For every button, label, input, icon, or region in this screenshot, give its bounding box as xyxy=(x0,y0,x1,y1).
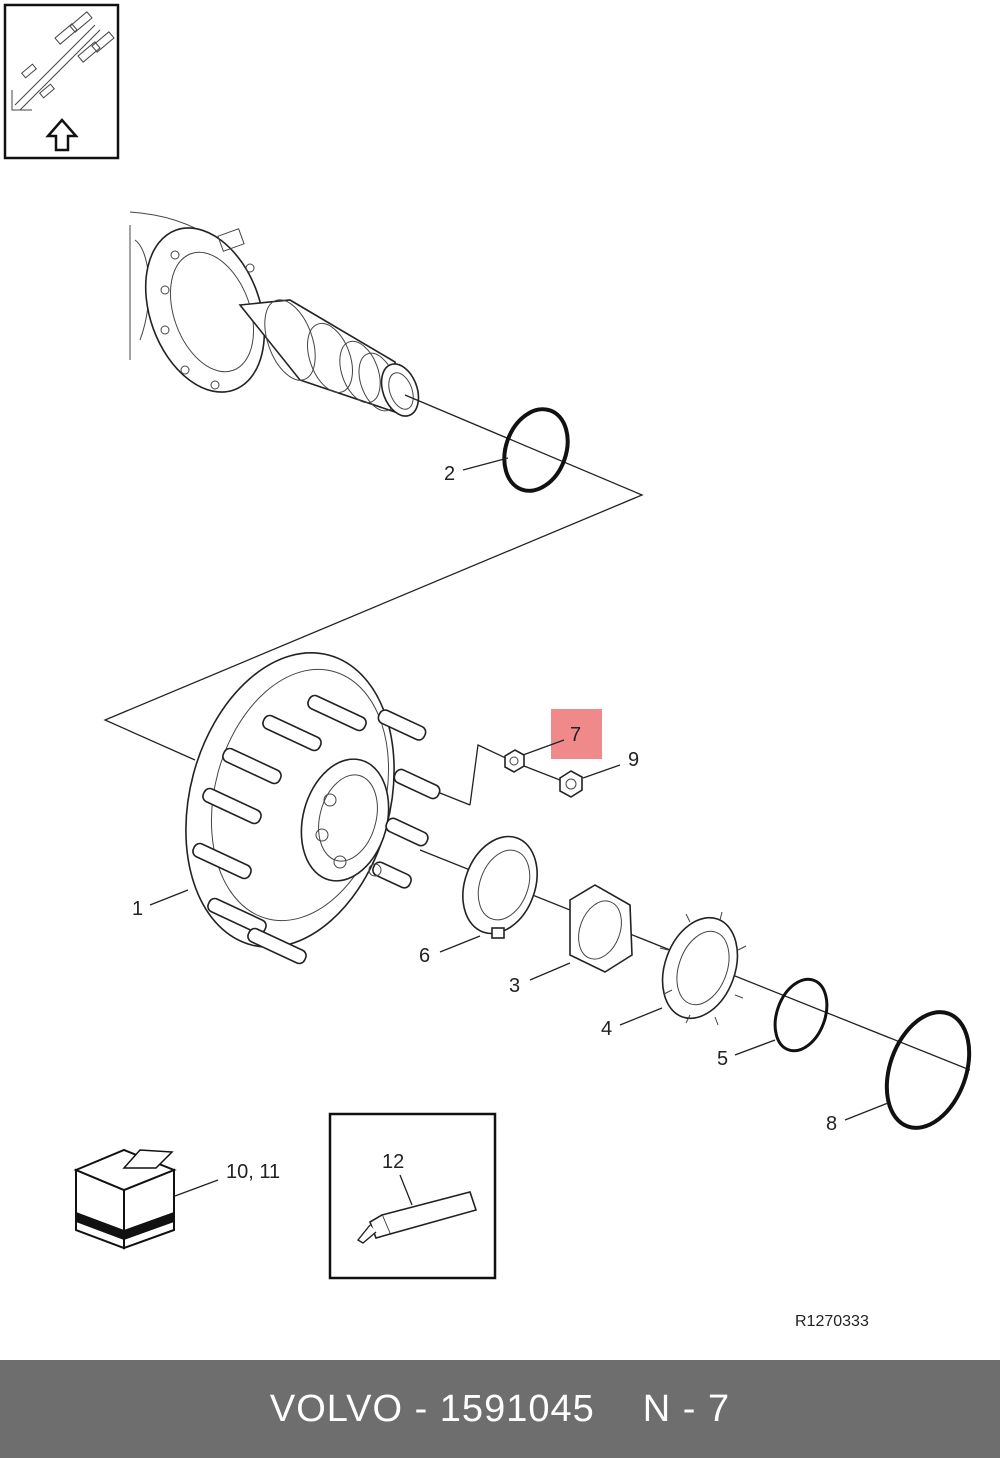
part-8-o-ring xyxy=(884,1010,972,1130)
callout-4: 4 xyxy=(601,1018,612,1040)
callout-7: 7 xyxy=(570,724,581,746)
callout-10-11: 10, 11 xyxy=(226,1161,280,1183)
callout-12: 12 xyxy=(382,1151,404,1173)
sealant-tube-icon xyxy=(356,1191,478,1244)
part-9-nut xyxy=(559,770,583,798)
brand-part-number: VOLVO - 1591045 xyxy=(269,1387,595,1430)
part-info-footer: VOLVO - 1591045 N - 7 xyxy=(0,1360,1000,1458)
callout-5: 5 xyxy=(717,1048,728,1070)
package-box-icon xyxy=(73,1148,177,1250)
part-5-snap-ring xyxy=(773,977,829,1053)
callout-3: 3 xyxy=(509,975,520,997)
callout-9: 9 xyxy=(628,749,639,771)
exploded-parts-diagram: 1 2 3 4 5 6 7 8 9 10, 11 12 R1270333 xyxy=(3,3,972,1330)
sealant-inset-frame xyxy=(328,1112,497,1280)
callout-1: 1 xyxy=(132,898,143,920)
callout-6: 6 xyxy=(419,945,430,967)
part-1-wheel-hub xyxy=(185,652,441,965)
part-3-hex-nut xyxy=(569,884,633,973)
part-4-lock-ring xyxy=(659,911,747,1026)
callout-2: 2 xyxy=(444,463,455,485)
diagram-position: N - 7 xyxy=(642,1387,731,1430)
axle-spindle xyxy=(129,211,420,417)
part-6-lock-washer xyxy=(462,835,538,939)
arrow-up-icon xyxy=(45,118,79,152)
part-2-o-ring xyxy=(502,407,570,493)
callout-8: 8 xyxy=(826,1113,837,1135)
reference-code: R1270333 xyxy=(795,1313,869,1330)
part-7-nut xyxy=(504,749,525,773)
callout-7-highlight xyxy=(551,709,602,759)
